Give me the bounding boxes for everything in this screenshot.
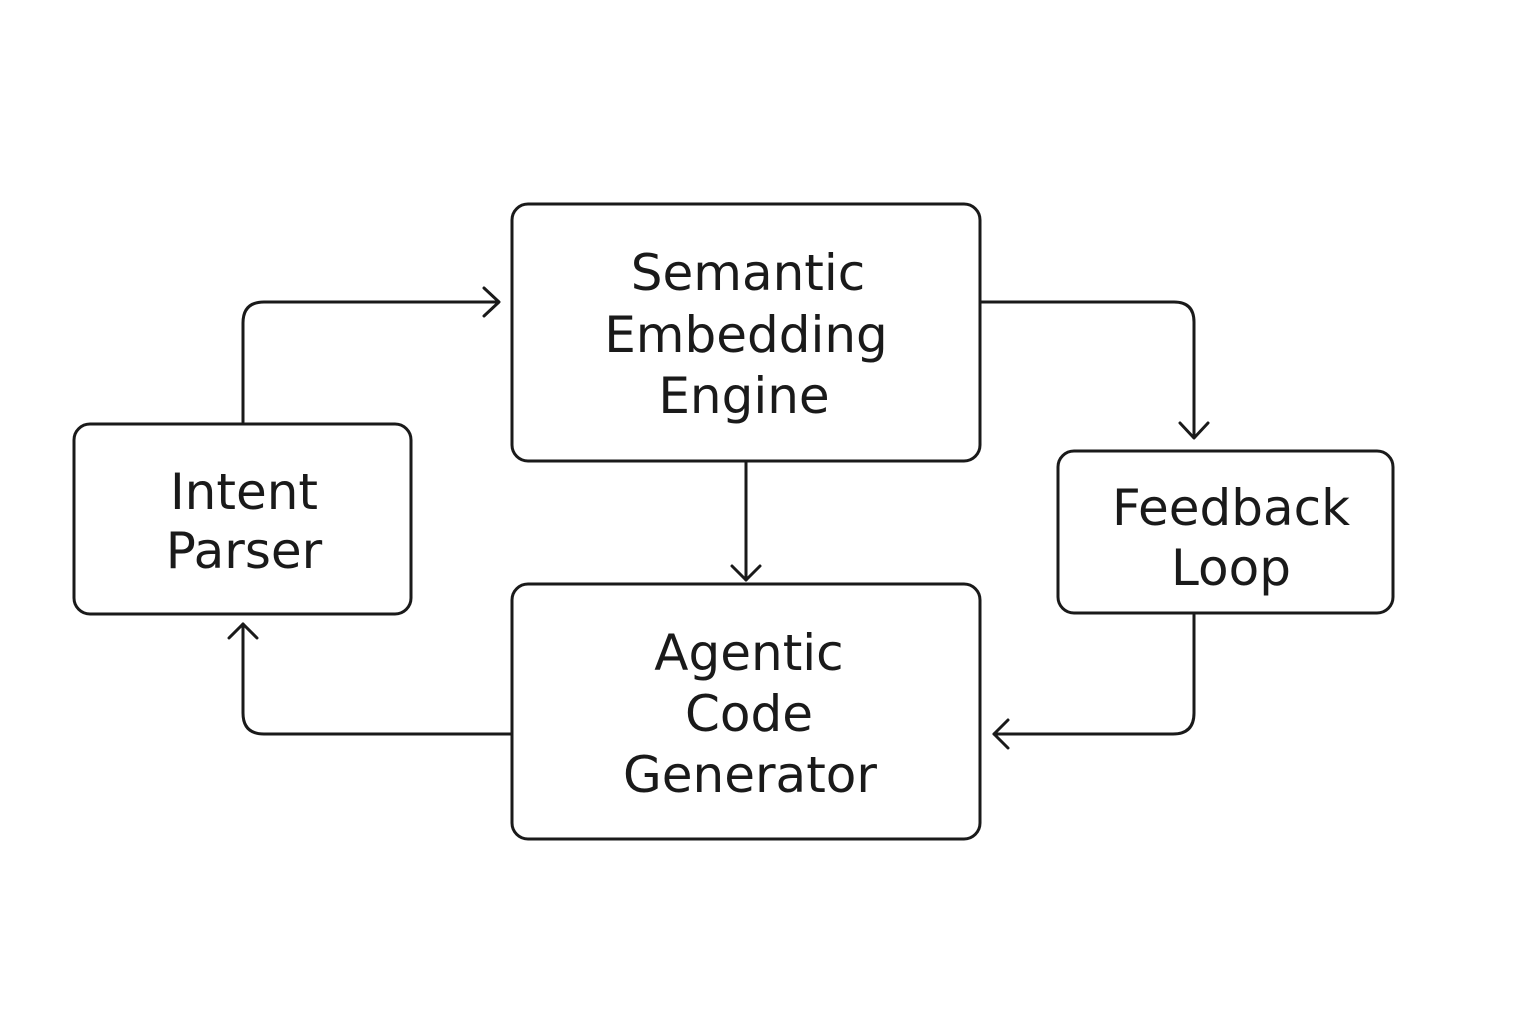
- node-label-line: Embedding: [604, 306, 888, 364]
- edge-agentic-to-intent: [227, 622, 514, 736]
- edge-semantic-to-feedback: [978, 300, 1210, 440]
- node-semantic-embedding-engine: Semantic Embedding Engine: [510, 202, 982, 463]
- node-feedback-loop: Feedback Loop: [1056, 449, 1395, 615]
- arrowhead-down-icon: [1178, 421, 1210, 440]
- edge-feedback-to-agentic: [992, 613, 1196, 750]
- node-label-line: Engine: [658, 367, 829, 425]
- node-label-line: Parser: [166, 522, 323, 580]
- node-label-line: Generator: [623, 746, 877, 804]
- edges: [227, 286, 1210, 750]
- node-label-line: Feedback: [1112, 479, 1350, 537]
- node-intent-parser: Intent Parser: [72, 422, 413, 616]
- edge-intent-to-semantic: [241, 286, 501, 424]
- arrowhead-right-icon: [482, 286, 501, 318]
- arrowhead-up-icon: [227, 622, 259, 640]
- edge-semantic-to-agentic: [730, 460, 762, 582]
- node-label-line: Code: [685, 685, 813, 743]
- node-label-line: Loop: [1171, 539, 1291, 597]
- arrowhead-down-icon: [730, 564, 762, 582]
- node-label-line: Intent: [170, 463, 318, 521]
- node-label-line: Semantic: [631, 244, 866, 302]
- node-agentic-code-generator: Agentic Code Generator: [510, 582, 982, 841]
- node-label-line: Agentic: [654, 624, 843, 682]
- arrowhead-left-icon: [992, 718, 1010, 750]
